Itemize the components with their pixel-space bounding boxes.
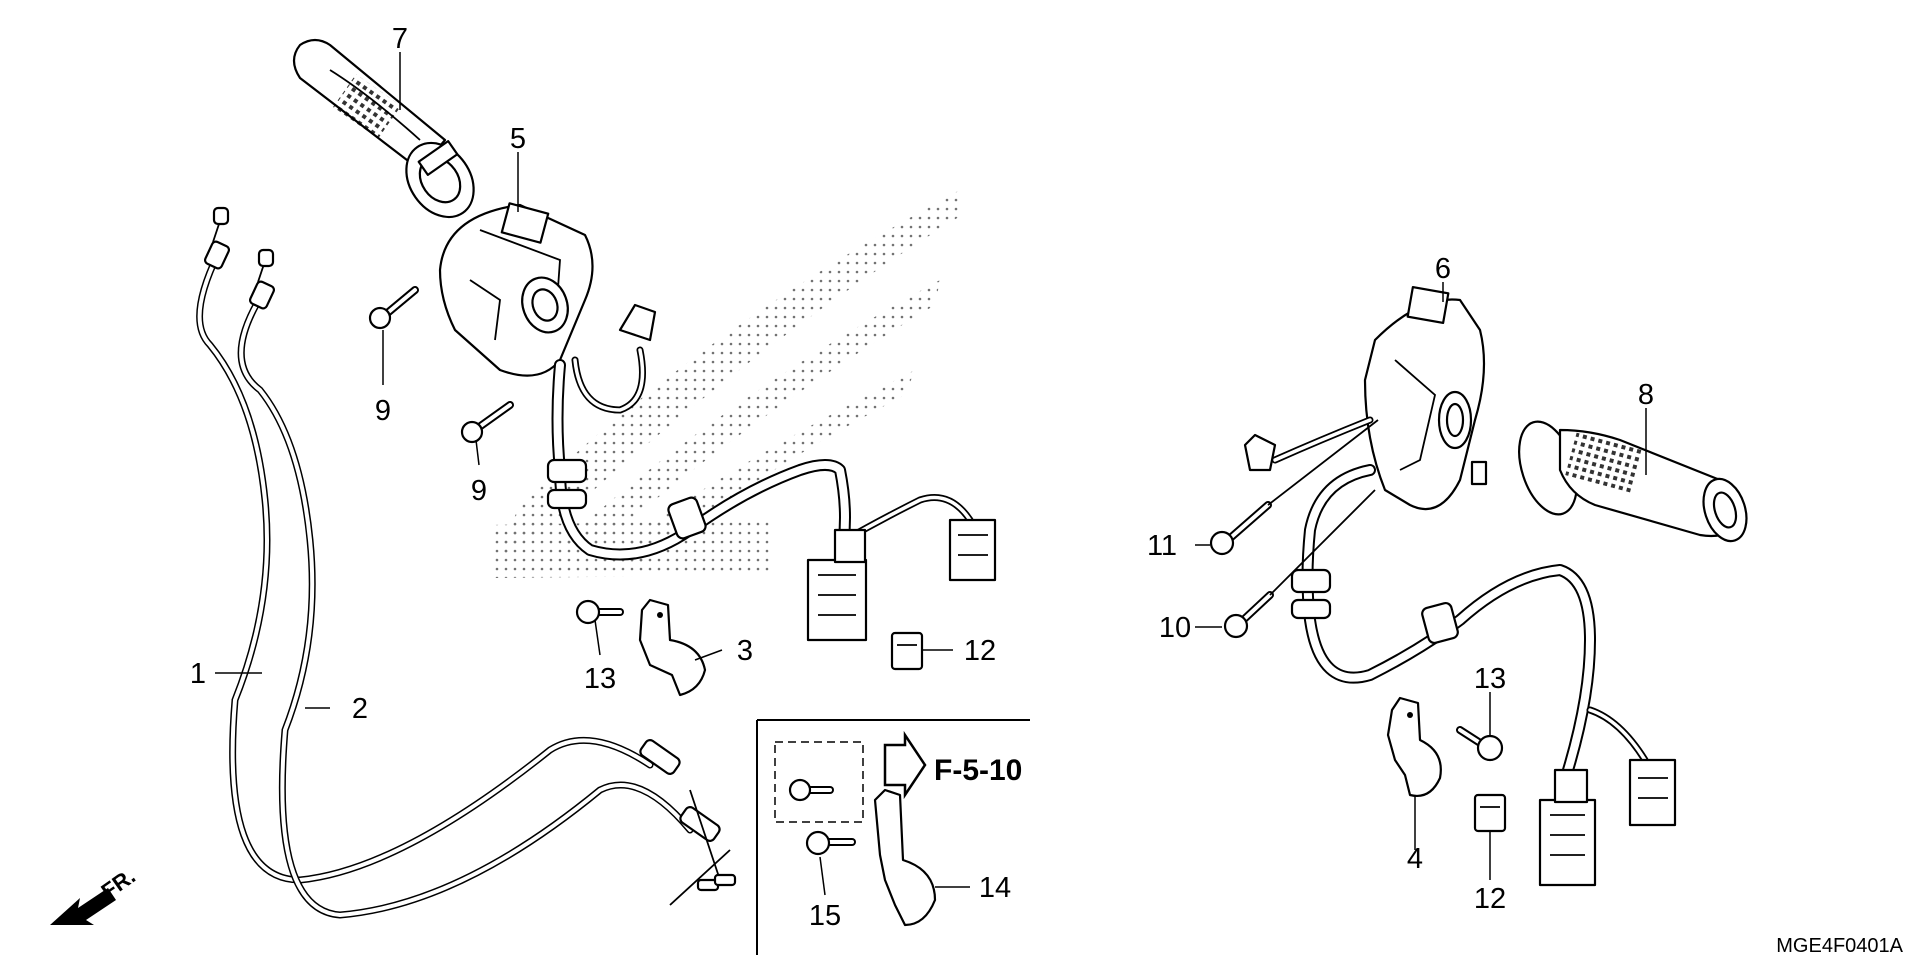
reference-inset	[756, 719, 1030, 955]
reference-label[interactable]: F-5-10	[934, 754, 1022, 787]
left-clamp	[638, 598, 707, 697]
clamp-14	[873, 788, 937, 927]
callout-13-right: 13	[1474, 663, 1506, 695]
callout-8: 8	[1638, 379, 1654, 411]
callout-15: 15	[809, 900, 841, 932]
clip-12-right	[1473, 793, 1507, 833]
bolt-13-right	[1456, 726, 1504, 762]
front-direction-arrow-icon	[50, 888, 116, 925]
diagram-code: MGE4F0401A	[1776, 935, 1903, 957]
bolt-in-dashed-box	[788, 778, 834, 802]
bolt-9-lower	[460, 401, 514, 444]
callout-5: 5	[510, 123, 526, 155]
bolt-15	[805, 830, 856, 856]
left-handlebar-switch	[438, 202, 594, 377]
callout-12-right: 12	[1474, 883, 1506, 915]
reference-arrow-icon[interactable]	[883, 730, 927, 800]
callout-labels: 7 5 9 9 1 2 3 13 12 15 14 F-5-10 6 8 11 …	[190, 23, 1904, 957]
right-switch-harness	[1243, 416, 1677, 887]
bolt-11	[1209, 419, 1379, 556]
bolt-10	[1223, 489, 1376, 639]
callout-13-left: 13	[584, 663, 616, 695]
callout-12-left: 12	[964, 635, 996, 667]
callout-14: 14	[979, 872, 1011, 904]
callout-7: 7	[392, 23, 408, 55]
right-clamp	[1386, 696, 1442, 797]
callout-4: 4	[1407, 843, 1423, 875]
bolt-13-left	[575, 599, 624, 625]
left-switch-harness	[546, 303, 997, 642]
callout-10: 10	[1159, 612, 1191, 644]
right-handlebar-switch	[1363, 286, 1488, 511]
right-handlebar-grip	[1518, 420, 1748, 543]
callout-6: 6	[1435, 253, 1451, 285]
front-direction-indicator: FR.	[50, 863, 140, 925]
leader-lines	[215, 52, 1647, 896]
callout-2: 2	[352, 693, 368, 725]
callout-3: 3	[737, 635, 753, 667]
bolt-9-upper	[368, 286, 419, 330]
callout-1: 1	[190, 658, 206, 690]
clip-12-left	[890, 631, 924, 671]
throttle-cables	[196, 206, 737, 919]
left-handlebar-grip	[292, 38, 475, 219]
callout-9-upper: 9	[375, 395, 391, 427]
callout-11: 11	[1147, 530, 1177, 562]
callout-9-lower: 9	[471, 475, 487, 507]
